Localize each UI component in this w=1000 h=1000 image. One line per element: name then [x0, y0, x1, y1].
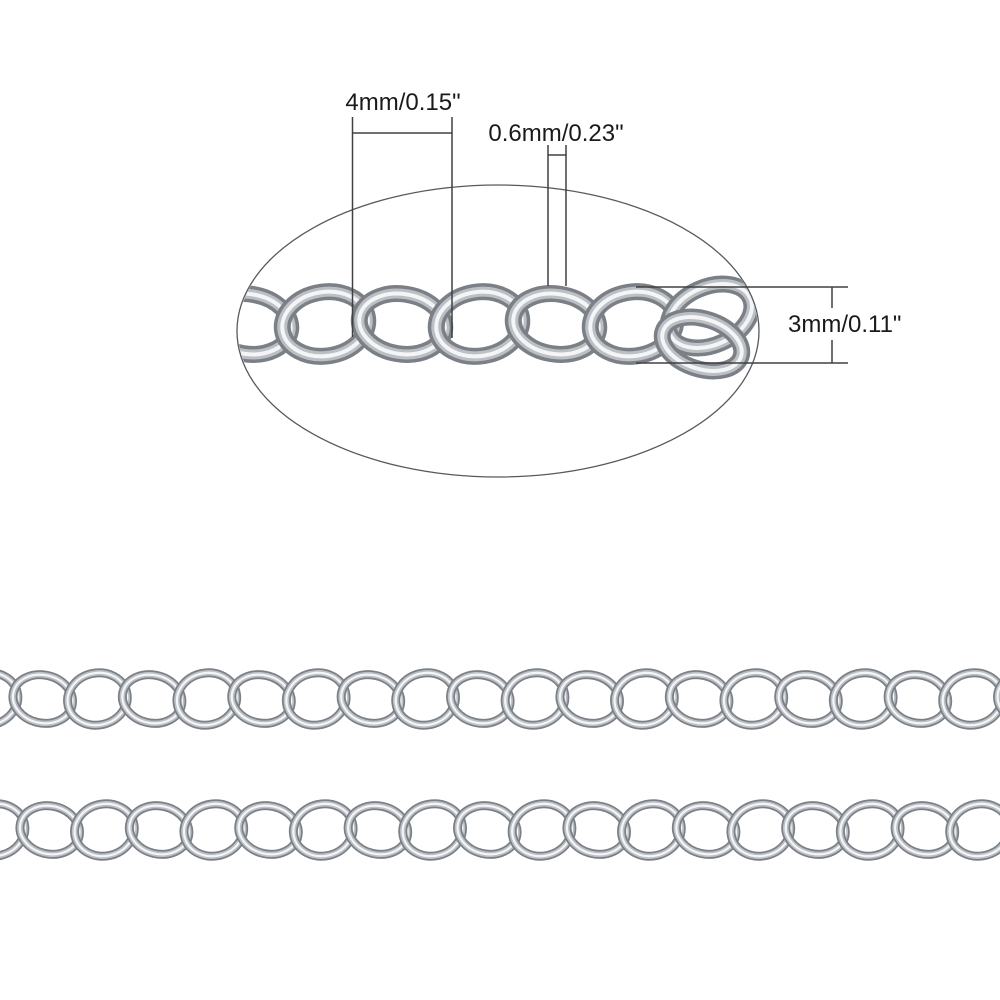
- chain-link: [941, 671, 1000, 727]
- chain-link: [660, 315, 744, 373]
- magnified-chain-view: [124, 275, 758, 380]
- magnified-chain-links: [124, 275, 758, 380]
- chain-link: [948, 802, 1000, 858]
- dimension-lines: [351, 117, 848, 364]
- chain-link: [124, 286, 219, 363]
- link-height-label: 3mm/0.11": [788, 311, 901, 338]
- chain-link: [996, 673, 1000, 725]
- magnifier-ellipse: [236, 184, 760, 478]
- chain-link: [124, 286, 219, 363]
- chain-photo-row-1: [0, 668, 1000, 730]
- wire-diameter-label: 0.6mm/0.23": [488, 120, 623, 147]
- chain-photo-row-2: [0, 799, 1000, 861]
- chain-link: [124, 286, 219, 363]
- link-width-label: 4mm/0.15": [345, 89, 460, 116]
